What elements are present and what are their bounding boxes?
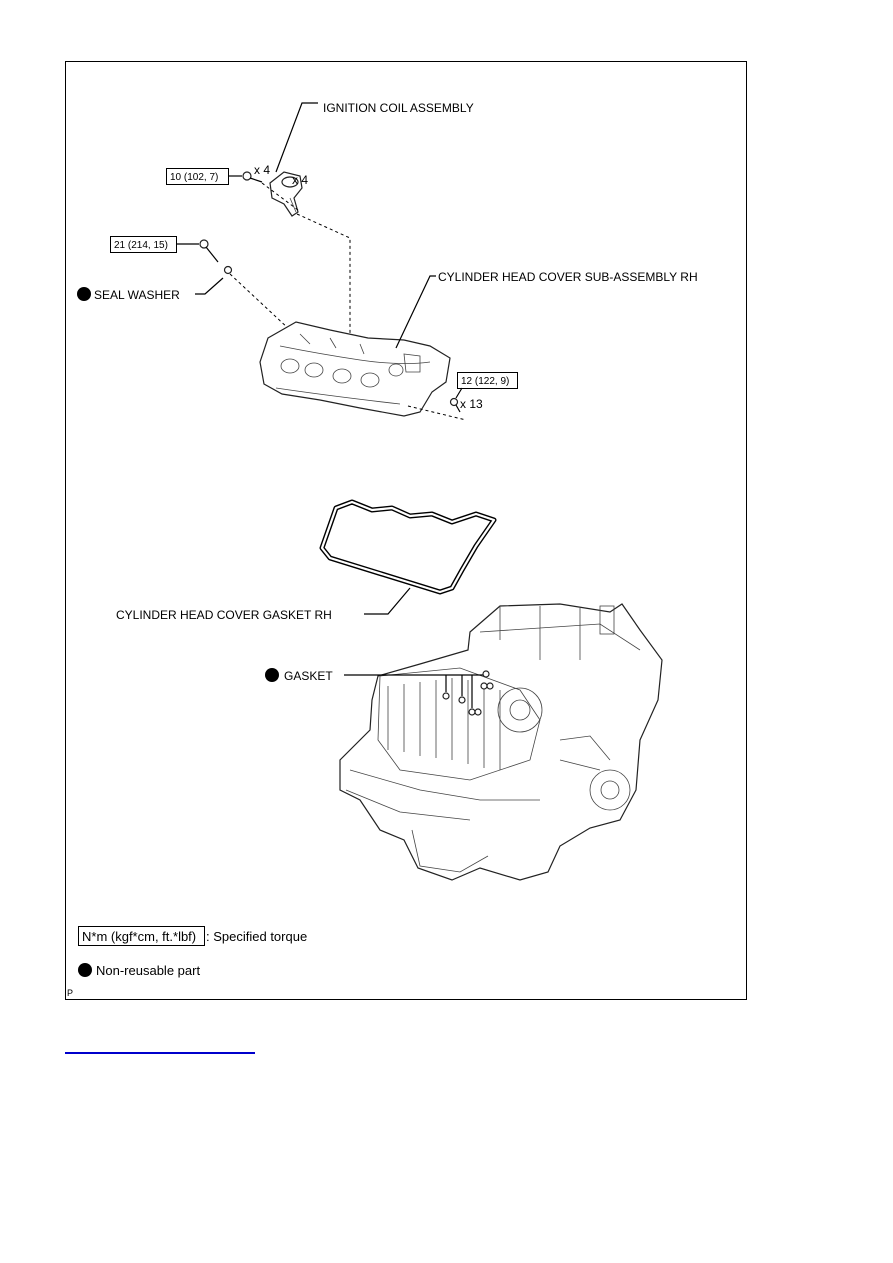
legend-torque-box <box>78 926 205 946</box>
cover-bolt-torque-box <box>457 372 518 389</box>
cover-bolt-torque: 12 (122, 9) <box>461 376 509 387</box>
gasket-label: GASKET <box>284 669 333 683</box>
seal-washer-icon <box>223 265 233 275</box>
coil-quantity: x 4 <box>292 173 308 187</box>
seal-bolt-icon <box>199 239 219 263</box>
cover-bolt-icon <box>449 397 461 413</box>
gasket-ring-icons <box>442 670 494 716</box>
legend-torque-text: : Specified torque <box>206 929 307 944</box>
head-cover-gasket-icon <box>319 499 497 595</box>
diagram-frame <box>65 61 747 1000</box>
ignition-coil-label: IGNITION COIL ASSEMBLY <box>323 101 474 115</box>
legend-nonreusable-text: Non-reusable part <box>96 963 200 978</box>
coil-bolt-icon <box>242 171 263 183</box>
coil-bolt-torque: 10 (102, 7) <box>170 172 218 183</box>
engine-block-icon <box>339 603 663 881</box>
ignition-coil-icon <box>269 171 303 217</box>
seal-bolt-torque: 21 (214, 15) <box>114 240 168 251</box>
gasket-nonreusable-dot <box>265 668 279 682</box>
head-cover-label: CYLINDER HEAD COVER SUB-ASSEMBLY RH <box>438 270 698 284</box>
legend-torque-units: N*m (kgf*cm, ft.*lbf) <box>82 929 196 944</box>
coil-bolt-quantity: x 4 <box>254 163 270 177</box>
cover-bolt-quantity: x 13 <box>460 397 483 411</box>
corner-mark: P <box>67 988 73 998</box>
seal-washer-nonreusable-dot <box>77 287 91 301</box>
seal-washer-label: SEAL WASHER <box>94 288 180 302</box>
link-underline[interactable] <box>65 1052 255 1054</box>
cylinder-head-cover-icon <box>259 321 451 417</box>
legend-nonreusable-dot <box>78 963 92 977</box>
head-cover-gasket-label: CYLINDER HEAD COVER GASKET RH <box>116 608 332 622</box>
